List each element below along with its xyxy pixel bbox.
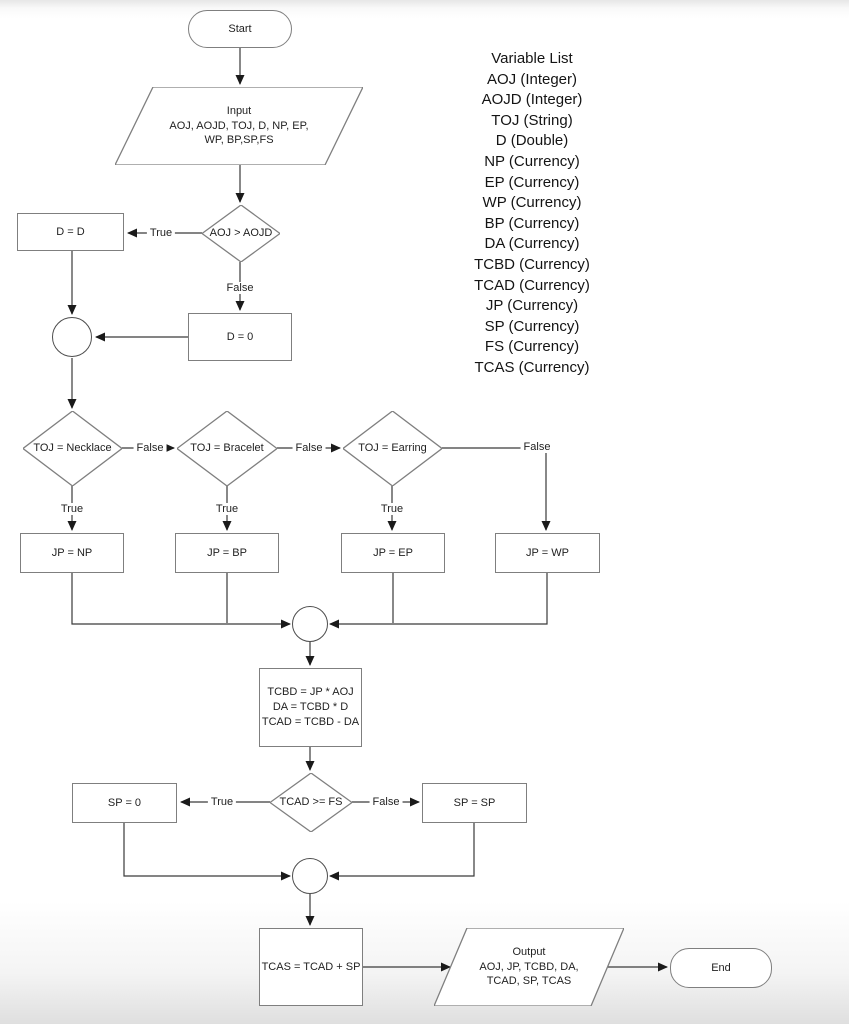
process-jp-wp-label: JP = WP xyxy=(526,546,569,559)
end-terminator: End xyxy=(670,948,772,988)
diamond-shape xyxy=(23,411,122,486)
parallelogram-shape xyxy=(115,87,363,165)
junction-circle-3 xyxy=(292,858,328,894)
process-jp-ep-label: JP = EP xyxy=(373,546,413,559)
variable-list-item: SP (Currency) xyxy=(484,317,580,335)
edge-label-false: False xyxy=(369,796,403,808)
process-d-equals-0-label: D = 0 xyxy=(226,330,254,343)
process-tcas-calc: TCAS = TCAD + SP xyxy=(259,928,363,1006)
decision-toj-earring-label: TOJ = Earring xyxy=(358,442,427,455)
variable-list: Variable List AOJ (Integer) AOJD (Intege… xyxy=(437,49,627,379)
input-parallelogram: Input AOJ, AOJD, TOJ, D, NP, EP, WP, BP,… xyxy=(115,87,363,165)
process-jp-ep: JP = EP xyxy=(341,533,445,573)
edge-label-true: True xyxy=(377,503,407,515)
decision-tcad-fs: TCAD >= FS xyxy=(270,773,352,832)
variable-list-item: TCBD (Currency) xyxy=(474,255,590,273)
edge-label-true: True xyxy=(57,503,87,515)
decision-toj-necklace-label: TOJ = Necklace xyxy=(33,442,112,455)
process-jp-np: JP = NP xyxy=(20,533,124,573)
variable-list-item: TCAS (Currency) xyxy=(474,358,590,376)
decision-toj-bracelet: TOJ = Bracelet xyxy=(177,411,277,486)
variable-list-item: D (Double) xyxy=(495,132,569,150)
process-jp-wp: JP = WP xyxy=(495,533,600,573)
junction-circle-1 xyxy=(52,317,92,357)
variable-list-item: JP (Currency) xyxy=(485,297,579,315)
process-sp-sp-label: SP = SP xyxy=(453,796,496,809)
variable-list-title: Variable List xyxy=(491,50,573,67)
start-label: Start xyxy=(228,22,252,35)
variable-list-item: AOJ (Integer) xyxy=(486,70,578,88)
diamond-shape xyxy=(343,411,442,486)
process-sp-sp: SP = SP xyxy=(422,783,527,823)
diamond-shape xyxy=(177,411,277,486)
process-d-equals-d-label: D = D xyxy=(56,225,85,238)
variable-list-item: AOJD (Integer) xyxy=(481,91,583,109)
process-jp-bp-label: JP = BP xyxy=(207,546,247,559)
process-tcbd-calc-label: TCBD = JP * AOJ DA = TCBD * D TCAD = TCB… xyxy=(261,686,360,728)
decision-toj-bracelet-label: TOJ = Bracelet xyxy=(190,442,264,455)
start-terminator: Start xyxy=(188,10,292,48)
output-label: Output AOJ, JP, TCBD, DA, TCAD, SP, TCAS xyxy=(479,945,579,988)
process-jp-bp: JP = BP xyxy=(175,533,279,573)
process-tcbd-calc: TCBD = JP * AOJ DA = TCBD * D TCAD = TCB… xyxy=(259,668,362,747)
variable-list-item: DA (Currency) xyxy=(484,235,580,253)
decision-aoj-aojd: AOJ > AOJD xyxy=(202,205,280,262)
junction-circle-2 xyxy=(292,606,328,642)
variable-list-item: FS (Currency) xyxy=(484,338,580,356)
input-label: Input AOJ, AOJD, TOJ, D, NP, EP, WP, BP,… xyxy=(169,104,309,147)
output-parallelogram: Output AOJ, JP, TCBD, DA, TCAD, SP, TCAS xyxy=(434,928,624,1006)
edge-label-false: False xyxy=(133,442,167,454)
process-jp-np-label: JP = NP xyxy=(51,546,93,559)
end-label: End xyxy=(711,961,731,974)
edge-label-false: False xyxy=(292,442,326,454)
process-tcas-calc-label: TCAS = TCAD + SP xyxy=(261,960,361,973)
process-sp-0-label: SP = 0 xyxy=(107,796,142,809)
edge-label-true: True xyxy=(212,503,242,515)
edge-label-true: True xyxy=(207,796,237,808)
edge-label-false: False xyxy=(223,282,257,294)
variable-list-item: TCAD (Currency) xyxy=(474,276,590,294)
process-sp-0: SP = 0 xyxy=(72,783,177,823)
diamond-shape xyxy=(202,205,280,262)
variable-list-item: TOJ (String) xyxy=(491,111,573,129)
decision-toj-earring: TOJ = Earring xyxy=(343,411,442,486)
variable-list-item: BP (Currency) xyxy=(484,214,580,232)
decision-aoj-aojd-label: AOJ > AOJD xyxy=(209,227,273,240)
decision-tcad-fs-label: TCAD >= FS xyxy=(279,796,343,809)
edge-label-true: True xyxy=(146,227,176,239)
variable-list-item: WP (Currency) xyxy=(482,194,582,212)
variable-list-item: EP (Currency) xyxy=(484,173,580,191)
decision-toj-necklace: TOJ = Necklace xyxy=(23,411,122,486)
variable-list-item: NP (Currency) xyxy=(484,152,580,170)
edge-label-false: False xyxy=(520,441,554,453)
process-d-equals-0: D = 0 xyxy=(188,313,292,361)
process-d-equals-d: D = D xyxy=(17,213,124,251)
diamond-shape xyxy=(270,773,352,832)
parallelogram-shape xyxy=(434,928,624,1006)
